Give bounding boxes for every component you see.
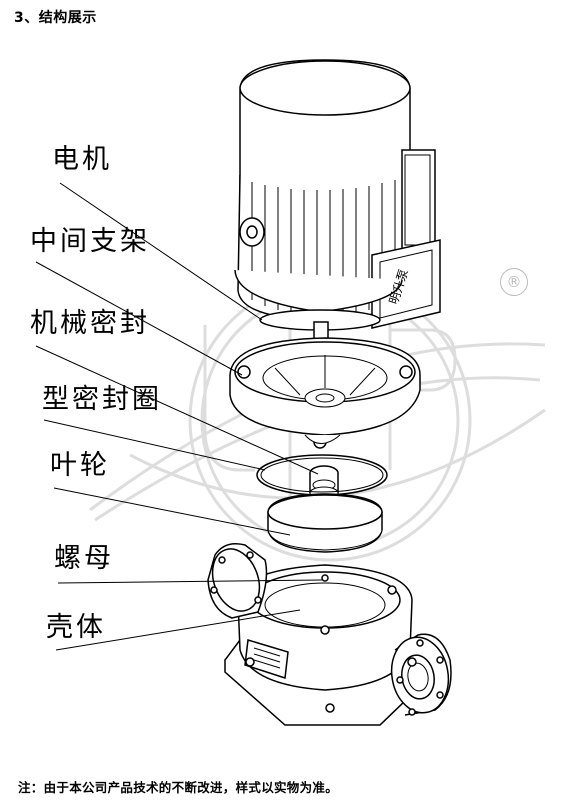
bracket xyxy=(229,337,421,449)
label-casing: 壳体 xyxy=(46,612,106,643)
motor xyxy=(234,59,441,354)
footnote: 注：由于本公司产品技术的不断改进，样式以实物为准。 xyxy=(18,780,339,795)
impeller xyxy=(267,493,383,553)
label-mech-seal: 机械密封 xyxy=(30,308,150,339)
label-bracket: 中间支架 xyxy=(30,226,150,257)
label-nut: 螺母 xyxy=(54,543,114,574)
registered-mark: ® xyxy=(500,268,528,296)
casing xyxy=(207,543,452,726)
label-o-ring: 型密封圈 xyxy=(42,384,162,415)
label-impeller: 叶轮 xyxy=(50,450,110,481)
section-title: 3、结构展示 xyxy=(14,10,97,26)
leader-lines xyxy=(35,182,323,651)
label-motor: 电机 xyxy=(52,144,112,175)
